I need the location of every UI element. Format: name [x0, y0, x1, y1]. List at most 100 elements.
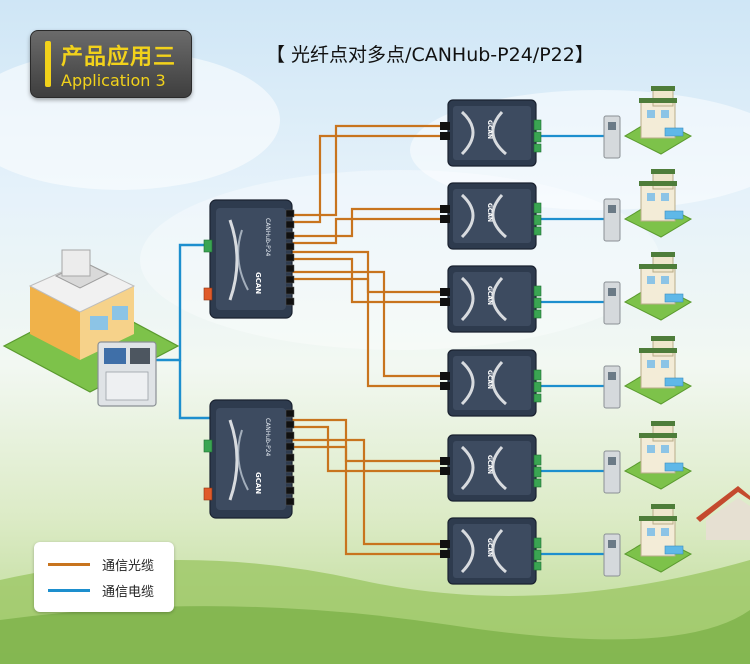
house-icon: [706, 498, 750, 540]
terminal-block: [533, 131, 542, 143]
fiber-cable: [292, 445, 440, 556]
fiber-port: [285, 431, 295, 440]
roof-icon: [639, 181, 677, 186]
terminal-block: [533, 549, 542, 561]
fiber-cable: [292, 134, 440, 224]
fiber-cable: [292, 207, 440, 238]
hub-panel: [216, 208, 286, 310]
brand-logo: GCAN: [486, 370, 493, 389]
window-icon: [647, 193, 655, 201]
building-wall: [30, 286, 80, 360]
badge-title-cn: 产品应用三: [61, 45, 177, 70]
door-station-screen: [608, 288, 616, 296]
terminal-block: [203, 287, 213, 301]
roof-icon: [651, 252, 675, 257]
door-station-screen: [608, 205, 616, 213]
cabinet-door: [105, 371, 149, 401]
window-icon: [647, 110, 655, 118]
pool-icon: [664, 293, 684, 303]
terminal-block: [533, 309, 542, 319]
brand-logo: GCAN: [486, 120, 493, 139]
fiber-port: [285, 420, 295, 429]
fiber-converter-device: GCAN: [440, 86, 693, 167]
fiber-cable: [292, 217, 440, 245]
fiber-port: [285, 297, 295, 306]
door-station-screen: [608, 372, 616, 380]
pool-icon: [664, 462, 684, 472]
converter-logo-swoosh: [460, 193, 475, 239]
window-icon: [661, 528, 669, 536]
fiber-port: [285, 453, 295, 462]
cabinet-panel: [130, 348, 150, 364]
terminal-block: [203, 487, 213, 501]
window-icon: [661, 360, 669, 368]
fiber-converter-device: GCAN: [440, 252, 693, 333]
fiber-port: [440, 467, 450, 475]
converter-logo-swoosh: [491, 193, 507, 239]
roof-icon: [651, 86, 675, 91]
legend: 通信光缆 通信电缆: [34, 542, 174, 612]
hub-logo-swoosh: [228, 419, 239, 501]
terminal-block: [533, 381, 542, 393]
application-badge: 产品应用三 Application 3: [30, 30, 192, 98]
converter-logo-swoosh: [460, 110, 475, 156]
fiber-port: [285, 486, 295, 495]
terminal-block: [533, 285, 542, 297]
fiber-port: [285, 409, 295, 418]
fiber-port: [285, 209, 295, 218]
door-station-screen: [608, 122, 616, 130]
converter-logo-swoosh: [491, 445, 507, 491]
fiber-port: [285, 264, 295, 273]
fiber-port: [285, 275, 295, 284]
terminal-block: [533, 478, 542, 488]
roof-icon: [639, 433, 677, 438]
diagram-title: 【 光纤点对多点/CANHub-P24/P22】: [266, 44, 594, 66]
roof-icon: [696, 486, 750, 522]
fiber-port: [440, 540, 450, 548]
terminal-block: [533, 393, 542, 403]
fiber-port: [285, 286, 295, 295]
door-station-screen: [608, 457, 616, 465]
converter-logo-swoosh: [491, 528, 507, 574]
door-station-screen: [608, 540, 616, 548]
window-icon: [661, 445, 669, 453]
terminal-block: [533, 466, 542, 478]
converter-logo-swoosh: [460, 276, 475, 322]
badge-title-en: Application 3: [61, 71, 166, 90]
fiber-converter-device: GCAN: [440, 336, 693, 417]
pool-icon: [664, 127, 684, 137]
terminal-block: [203, 239, 213, 253]
cabinet-screen: [104, 348, 126, 364]
terminal-block: [533, 143, 542, 153]
legend-fiber-swatch: [48, 563, 90, 566]
pool-icon: [664, 210, 684, 220]
badge-accent-bar: [45, 41, 51, 87]
fiber-port: [440, 215, 450, 223]
brand-logo: GCAN: [486, 286, 493, 305]
converter-logo-swoosh: [460, 528, 475, 574]
fiber-port: [285, 253, 295, 262]
window-icon: [647, 276, 655, 284]
grass-hill: [0, 606, 750, 664]
pool-icon: [664, 545, 684, 555]
fiber-port: [440, 205, 450, 213]
terminal-block: [533, 214, 542, 226]
terminal-block: [533, 297, 542, 309]
roof-icon: [651, 336, 675, 341]
can-cable: [178, 360, 210, 420]
terminal-block: [533, 561, 542, 571]
window-icon: [112, 306, 128, 320]
pool-icon: [664, 377, 684, 387]
hub-name-label: CANHub-P24: [264, 218, 271, 257]
can-cable: [150, 243, 210, 362]
converter-logo-swoosh: [491, 276, 507, 322]
fiber-port: [285, 464, 295, 473]
terminal-block: [203, 439, 213, 453]
window-icon: [661, 110, 669, 118]
converter-logo-swoosh: [491, 360, 507, 406]
roof-icon: [651, 504, 675, 509]
brand-logo: GCAN: [486, 203, 493, 222]
converter-logo-swoosh: [460, 360, 475, 406]
